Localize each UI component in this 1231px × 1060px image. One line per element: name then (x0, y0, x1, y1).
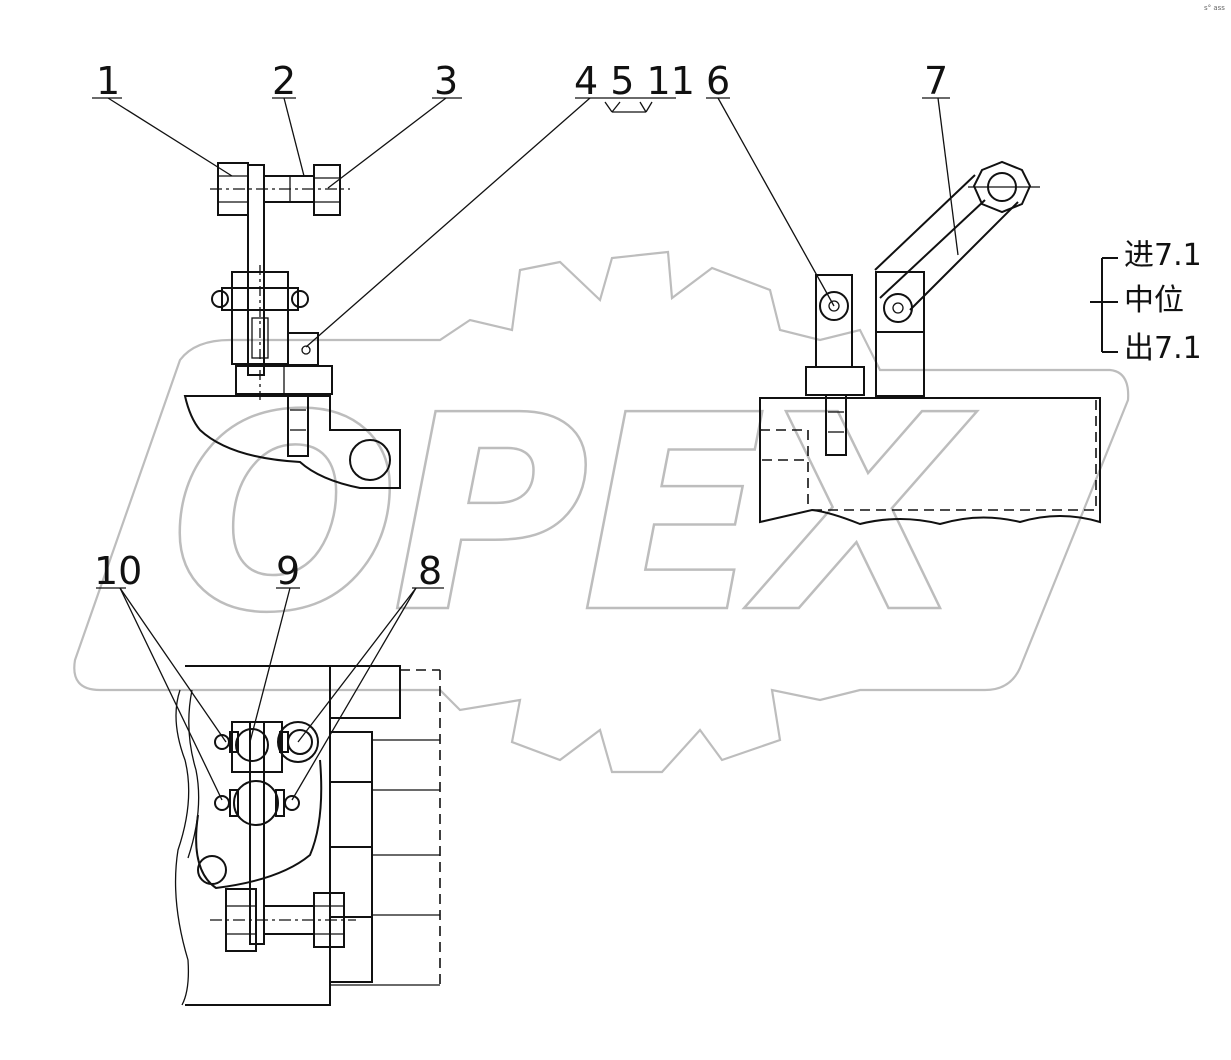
callout-6: 6 (706, 59, 730, 103)
bottom-frame (185, 665, 331, 1006)
bracket-body (183, 395, 401, 489)
corner-note: s° ass (1204, 4, 1225, 12)
nut-right (313, 164, 341, 216)
label-in: 进7.1 (1124, 238, 1202, 273)
watermark-logo: OPEX (73, 250, 1130, 774)
label-middle: 中位 (1124, 283, 1184, 318)
leader-lines (92, 97, 959, 801)
callout-9: 9 (276, 549, 300, 593)
callout-10: 10 (94, 549, 142, 593)
right-column (875, 331, 925, 397)
callout-1: 1 (96, 59, 120, 103)
callout-3: 3 (434, 59, 458, 103)
top-left-assembly (183, 162, 401, 489)
callout-4-5-11: 4 5 11 (574, 59, 695, 103)
hex-nut-top (972, 160, 1032, 214)
callout-8: 8 (418, 549, 442, 593)
threaded-stud (287, 393, 309, 457)
watermark-text: OPEX (170, 357, 977, 672)
bottom-assembly (174, 665, 441, 1006)
top-right-assembly (759, 160, 1118, 526)
housing (759, 397, 1101, 526)
callout-labels: 1 2 3 4 5 11 6 7 10 9 8 (94, 59, 948, 593)
callout-7: 7 (924, 59, 948, 103)
lever-top (247, 164, 265, 376)
threaded-stud-6 (825, 394, 847, 456)
watermark-gear-outline (73, 250, 1130, 774)
callout-2: 2 (272, 59, 296, 103)
arm-hole (197, 855, 227, 885)
position-labels: 进7.1 中位 出7.1 (1124, 238, 1202, 366)
label-out: 出7.1 (1124, 331, 1202, 366)
bracket-hole (349, 439, 391, 481)
